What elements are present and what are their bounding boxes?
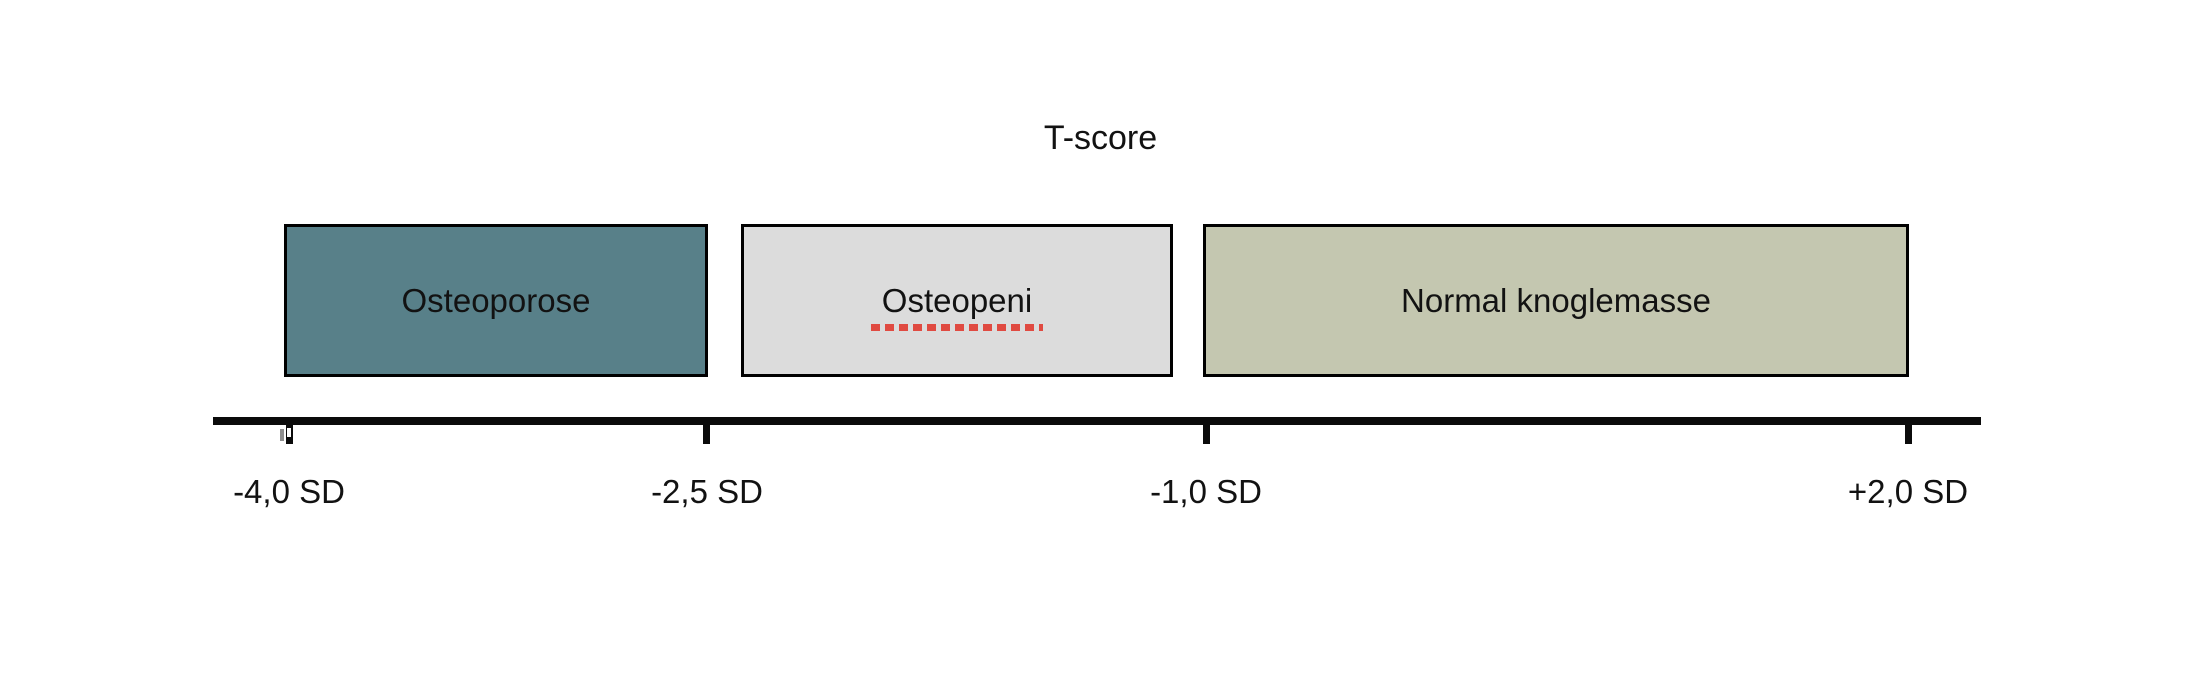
spellcheck-underline xyxy=(870,323,1044,331)
axis-tick-label: +2,0 SD xyxy=(1847,473,1969,510)
range-box-label: Normal knoglemasse xyxy=(1401,281,1711,319)
range-box-normal-knoglemasse: Normal knoglemasse xyxy=(1203,224,1909,377)
axis-tick-label: -2,5 SD xyxy=(651,473,763,510)
range-box-osteoporose: Osteoporose xyxy=(284,224,708,377)
axis-line xyxy=(213,417,1981,425)
axis-tick-artifact xyxy=(287,428,291,437)
range-box-label: Osteopeni xyxy=(870,282,1044,331)
axis-tick xyxy=(1203,419,1210,444)
diagram-title: T-score xyxy=(1043,119,1158,157)
axis-tick xyxy=(703,419,710,444)
axis-tick-label: -1,0 SD xyxy=(1150,473,1262,510)
axis-tick-artifact xyxy=(280,429,284,441)
range-box-label: Osteoporose xyxy=(401,281,591,319)
axis-tick xyxy=(1905,419,1912,444)
range-box-osteopeni: Osteopeni xyxy=(741,224,1173,377)
axis-tick-label: -4,0 SD xyxy=(233,473,345,510)
